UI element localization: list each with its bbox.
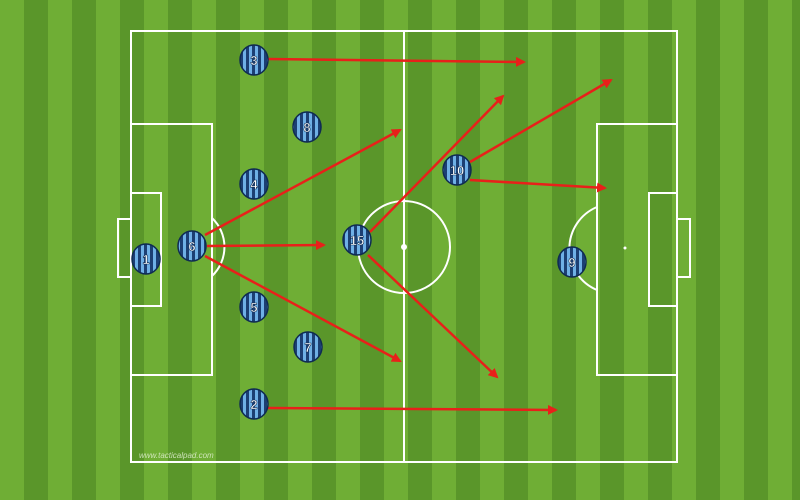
player-9[interactable]: 9 <box>557 246 587 278</box>
arrow-from-6-up <box>204 128 402 237</box>
player-1[interactable]: 1 <box>131 243 161 275</box>
player-1-number: 1 <box>142 252 149 267</box>
player-8[interactable]: 8 <box>292 111 322 143</box>
arrow-from-10-right <box>469 178 607 193</box>
player-10[interactable]: 10 <box>442 154 472 186</box>
player-3-number: 3 <box>250 53 257 68</box>
right-penalty-spot <box>623 246 627 250</box>
player-7-kit <box>293 331 323 363</box>
arrow-from-3 <box>267 56 526 67</box>
arrow-from-2 <box>267 404 558 415</box>
player-3-kit <box>239 44 269 76</box>
player-5[interactable]: 5 <box>239 291 269 323</box>
watermark: www.tacticalpad.com <box>139 451 214 460</box>
arrow-from-6-mid <box>206 240 326 251</box>
player-4-number: 4 <box>250 177 258 192</box>
player-6-kit <box>177 230 207 262</box>
player-2-number: 2 <box>250 397 257 412</box>
player-2[interactable]: 2 <box>239 388 269 420</box>
player-8-kit <box>292 111 322 143</box>
player-8-number: 8 <box>303 120 310 135</box>
movement-arrows <box>204 56 613 415</box>
player-9-number: 9 <box>568 255 575 270</box>
player-7-number: 7 <box>304 340 311 355</box>
player-10-number: 10 <box>450 163 464 178</box>
player-10-kit <box>442 154 472 186</box>
player-15-kit <box>342 224 372 256</box>
arrow-from-15-up <box>369 94 505 233</box>
player-6[interactable]: 6 <box>177 230 207 262</box>
center-spot <box>401 244 407 250</box>
arrow-from-15-down <box>367 254 499 379</box>
player-7[interactable]: 7 <box>293 331 323 363</box>
player-15-number: 15 <box>350 233 364 248</box>
player-9-kit <box>557 246 587 278</box>
arrow-from-10-up <box>469 78 613 164</box>
player-6-number: 6 <box>188 239 195 254</box>
player-2-kit <box>239 388 269 420</box>
players: 1 2 3 4 5 6 7 8 <box>131 44 587 420</box>
right-goal <box>676 218 691 278</box>
arrow-from-6-down <box>204 254 402 363</box>
player-4-kit <box>239 168 269 200</box>
player-5-kit <box>239 291 269 323</box>
player-4[interactable]: 4 <box>239 168 269 200</box>
pitch-markings <box>117 30 691 463</box>
player-15[interactable]: 15 <box>342 224 372 256</box>
left-goal <box>117 218 132 278</box>
player-1-kit <box>131 243 161 275</box>
player-3[interactable]: 3 <box>239 44 269 76</box>
player-5-number: 5 <box>250 300 257 315</box>
